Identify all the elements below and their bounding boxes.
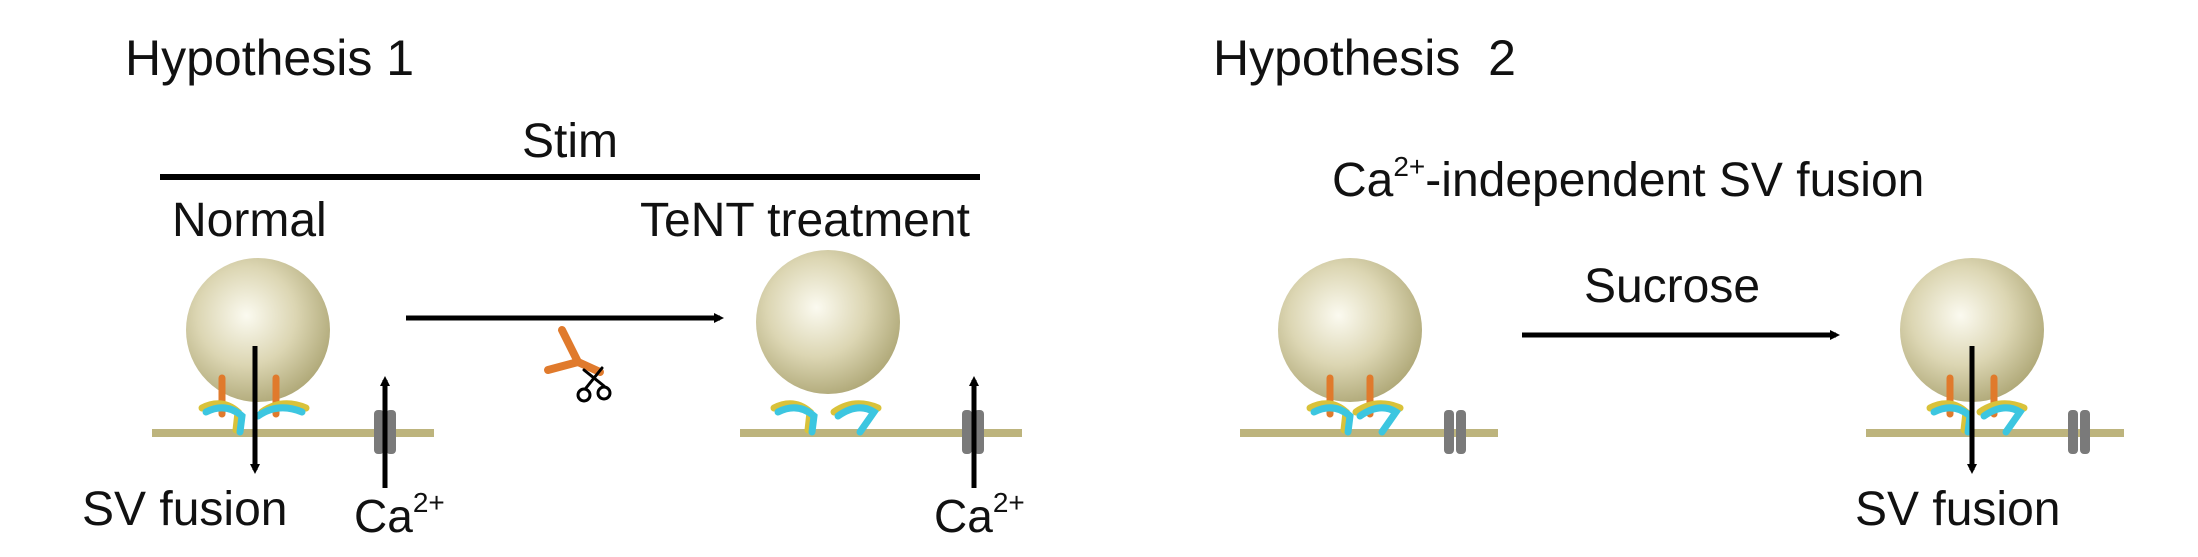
resting-synapse: [1240, 258, 1498, 454]
tent-synapse: Ca2+: [740, 250, 1025, 542]
sv-fusion-label: SV fusion: [82, 483, 287, 536]
normal-label: Normal: [172, 194, 327, 247]
synaptic-vesicle: [1900, 258, 2044, 402]
snare-complex: [1926, 374, 2028, 436]
ca-label-right: Ca2+: [934, 487, 1025, 542]
ca-independent-label: Ca2+-independent SV fusion: [1332, 151, 1924, 207]
sucrose-synapse: SV fusion: [1855, 258, 2124, 536]
stim-label: Stim: [522, 115, 618, 168]
tent-treatment-label: TeNT treatment: [640, 194, 970, 247]
ca-label-left: Ca2+: [354, 487, 445, 542]
calcium-channel-icon: [1444, 410, 1466, 454]
scissors-icon: [576, 366, 612, 403]
calcium-channel-icon: [374, 410, 396, 454]
hypothesis-1-title: Hypothesis 1: [125, 30, 414, 86]
sucrose-label: Sucrose: [1584, 260, 1760, 313]
membrane: [1866, 429, 2124, 437]
membrane: [152, 429, 434, 437]
hypothesis-2-panel: Hypothesis 2 Ca2+-independent SV fusion …: [1213, 30, 2124, 536]
snare-complex-cleaved: [770, 400, 882, 436]
membrane: [1240, 429, 1498, 437]
hypothesis-1-panel: Hypothesis 1 Stim Normal TeNT treatment: [82, 30, 1025, 542]
snare-complex: [198, 374, 310, 436]
synaptic-vesicle: [1278, 258, 1422, 402]
membrane: [740, 429, 1022, 437]
snare-complex: [1306, 374, 1404, 436]
hypothesis-2-title: Hypothesis 2: [1213, 30, 1516, 86]
synaptic-vesicle: [186, 258, 330, 402]
sv-fusion-label-2: SV fusion: [1855, 483, 2060, 536]
normal-synapse: SV fusion Ca2+: [82, 258, 445, 542]
calcium-channel-icon: [2068, 410, 2090, 454]
tent-toxin-icon: [544, 326, 612, 403]
synaptic-vesicle: [756, 250, 900, 394]
